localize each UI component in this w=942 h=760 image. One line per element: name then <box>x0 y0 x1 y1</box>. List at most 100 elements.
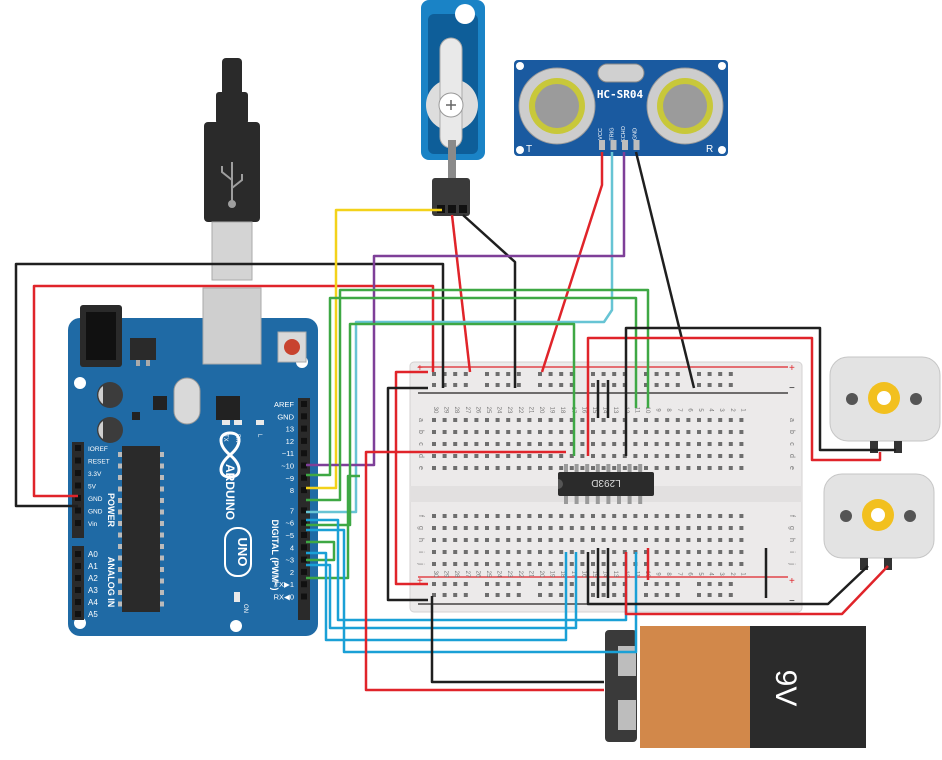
brand-label: ARDUINO <box>223 464 237 520</box>
battery-label: 9V <box>769 670 802 707</box>
wire-motor1-a <box>586 336 882 462</box>
column-number: 16 <box>580 407 586 414</box>
analog-pin-label: A1 <box>88 562 98 571</box>
column-number: 6 <box>686 572 692 576</box>
dc-motor-top[interactable] <box>829 356 941 453</box>
sensor-r-mark: R <box>706 144 713 155</box>
column-number: 8 <box>665 408 671 412</box>
analog-pin-label: A2 <box>88 574 98 583</box>
digital-section-label: DIGITAL (PWM~) <box>270 520 280 591</box>
row-letter: f <box>417 515 424 517</box>
rail-plus-bottom-left: + <box>417 576 423 587</box>
wire-motor2-b <box>624 552 889 616</box>
column-number: 18 <box>559 571 565 578</box>
wire-d5-blue <box>306 551 568 642</box>
power-pin-label: RESET <box>88 459 110 466</box>
column-number: 5 <box>697 572 703 576</box>
row-letter: g <box>788 526 795 530</box>
row-letter: e <box>417 466 424 470</box>
rail-minus-bottom-right: − <box>789 596 795 607</box>
wire-d9 <box>306 322 576 527</box>
row-letter: j <box>788 562 795 565</box>
column-number: 13 <box>612 407 618 414</box>
led-tx-label: TX <box>222 434 228 442</box>
column-number: 14 <box>602 407 608 414</box>
l293d-chip[interactable]: L293D <box>558 464 654 504</box>
sensor-t-mark: T <box>526 144 532 155</box>
column-number: 3 <box>718 572 724 576</box>
wire-motor2-a <box>586 552 869 606</box>
column-number: 13 <box>612 571 618 578</box>
column-number: 27 <box>464 571 470 578</box>
digital-pin-label: ~11 <box>282 449 294 458</box>
power-pin-label: GND <box>88 496 103 503</box>
dc-motor-gear-icon <box>862 499 894 531</box>
column-number: 22 <box>517 407 523 414</box>
dc-motor-gear-icon <box>868 382 900 414</box>
digital-pin-label: ~9 <box>285 474 294 483</box>
digital-pin-label: RX◀0 <box>274 593 294 602</box>
model-label: UNO <box>235 538 250 567</box>
column-number: 1 <box>739 572 745 576</box>
row-letter: e <box>788 466 795 470</box>
column-number: 4 <box>708 572 714 576</box>
rail-plus-bottom-right: + <box>789 576 795 587</box>
usb-cable <box>204 58 260 281</box>
servo-motor[interactable] <box>421 0 485 216</box>
dc-motor-bottom[interactable] <box>823 473 935 570</box>
wires <box>14 151 896 692</box>
usb-port <box>202 287 262 365</box>
column-number: 20 <box>538 571 544 578</box>
wire-d6 <box>306 540 336 562</box>
wire-sensor-echo <box>306 152 626 467</box>
digital-pin-label: 4 <box>290 543 294 552</box>
column-number: 17 <box>570 571 576 578</box>
power-pin-label: GND <box>88 509 103 516</box>
wire-rail-red-left <box>394 370 428 586</box>
led-l-label: L <box>256 434 262 438</box>
wire-sensor-gnd <box>634 151 696 389</box>
column-number: 28 <box>453 407 459 414</box>
column-number: 2 <box>729 408 735 412</box>
column-number: 15 <box>591 571 597 578</box>
wire-battery-pos <box>364 654 604 692</box>
column-number: 26 <box>474 407 480 414</box>
column-number: 30 <box>432 407 438 414</box>
column-number: 29 <box>443 571 449 578</box>
battery-9v[interactable]: 9V <box>605 626 866 748</box>
column-number: 7 <box>676 572 682 576</box>
analog-pin-label: A3 <box>88 586 98 595</box>
rail-minus-bottom-left: − <box>417 596 423 607</box>
wire-gnd-black <box>14 262 445 508</box>
power-section-label: POWER <box>106 493 116 528</box>
column-number: 27 <box>464 407 470 414</box>
digital-pin-label: GND <box>277 412 294 421</box>
reset-button[interactable] <box>277 331 307 363</box>
breadboard-holes <box>432 372 744 597</box>
capacitor <box>97 417 123 443</box>
column-number: 7 <box>676 408 682 412</box>
wire-d7-blue <box>306 528 638 654</box>
wire-rail-black-left <box>386 386 428 602</box>
sensor-model-label: HC-SR04 <box>597 88 644 101</box>
column-number: 1 <box>739 408 745 412</box>
rail-minus-top-right: − <box>789 383 795 394</box>
wire-servo-power <box>450 214 472 373</box>
wire-servo-signal <box>306 208 442 490</box>
row-letter: g <box>417 526 424 530</box>
sensor-pin-label: ECHO <box>621 125 627 142</box>
analog-pin-label: A4 <box>88 598 98 607</box>
column-number: 19 <box>549 571 555 578</box>
row-letter: a <box>788 418 795 422</box>
digital-pin-label: ~3 <box>285 556 294 565</box>
digital-pin-label: ~5 <box>285 531 294 540</box>
column-number: 6 <box>686 408 692 412</box>
wire-battery-neg <box>430 596 604 684</box>
power-pin-label: Vin <box>88 521 98 528</box>
sensor-pin-label: VCC <box>598 128 604 140</box>
